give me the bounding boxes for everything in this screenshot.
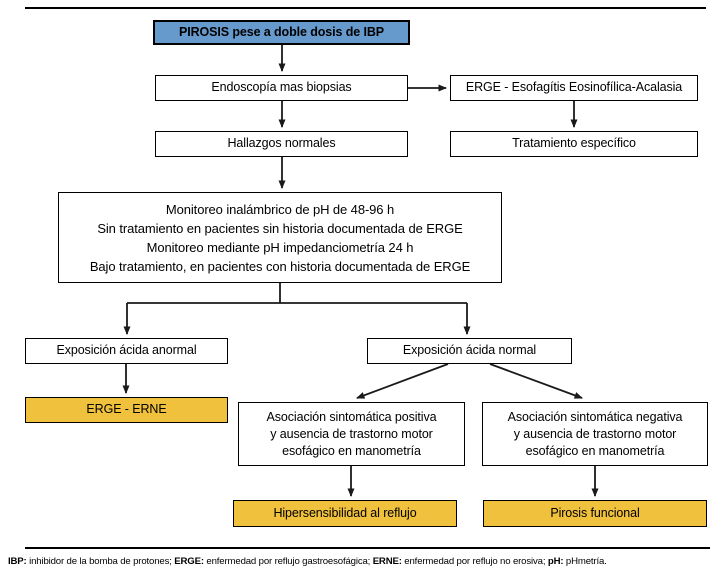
node-exposicion-acida-anormal-label: Exposición ácida anormal [56,343,197,358]
footnote-ibp-abbr: IBP: [8,556,27,567]
arrow-normal-negativa [489,363,583,399]
node-exposicion-acida-anormal: Exposición ácida anormal [25,338,228,364]
footnote-ph-abbr: pH: [547,556,564,567]
node-hallazgos-normales-label: Hallazgos normales [227,136,336,151]
node-tratamiento-especifico-label: Tratamiento específico [512,136,636,151]
monitoreo-line-2: Sin tratamiento en pacientes sin histori… [97,220,463,236]
monitoreo-line-4: Bajo tratamiento, en pacientes con histo… [89,258,471,274]
node-erge-erne: ERGE - ERNE [25,397,228,423]
node-tratamiento-especifico: Tratamiento específico [450,131,698,157]
monitoreo-line-1: Monitoreo inalámbrico de pH de 48-96 h [165,201,395,217]
node-erge-eosinofilica: ERGE - Esofagítis Eosinofílica-Acalasia [450,75,698,101]
footnote-erge-abbr: ERGE: [174,556,204,567]
node-endoscopia-label: Endoscopía mas biopsias [211,80,352,95]
node-monitoreo-ph: Monitoreo inalámbrico de pH de 48-96 h S… [58,192,502,283]
node-exposicion-acida-normal: Exposición ácida normal [367,338,572,364]
node-pirosis-ibp: PIROSIS pese a doble dosis de IBP [153,20,410,45]
node-pirosis-funcional: Pirosis funcional [483,500,707,527]
asociacion-negativa-line-1: Asociación sintomática negativa [507,409,683,424]
node-hipersensibilidad-reflujo: Hipersensibilidad al reflujo [233,500,457,527]
asociacion-negativa-line-2: y ausencia de trastorno motor [513,426,677,441]
monitoreo-line-3: Monitoreo mediante pH impedanciometría 2… [146,239,414,255]
asociacion-positiva-line-1: Asociación sintomática positiva [266,409,437,424]
footnote-erne-def: enfermedad por reflujo no erosiva; [401,556,548,567]
node-endoscopia: Endoscopía mas biopsias [155,75,408,101]
node-pirosis-funcional-label: Pirosis funcional [550,505,640,520]
node-asociacion-positiva: Asociación sintomática positiva y ausenc… [238,402,465,466]
bottom-rule [25,547,710,549]
node-erge-eosinofilica-label: ERGE - Esofagítis Eosinofílica-Acalasia [465,80,683,95]
asociacion-positiva-line-2: y ausencia de trastorno motor [270,426,433,441]
asociacion-negativa-line-3: esofágico en manometría [525,443,665,458]
footnote-erge-def: enfermedad por reflujo gastroesofágica; [203,556,373,567]
node-asociacion-negativa: Asociación sintomática negativa y ausenc… [482,402,708,466]
top-rule [25,7,706,9]
footnote-ibp-def: inhibidor de la bomba de protones; [26,556,175,567]
node-exposicion-acida-normal-label: Exposición ácida normal [402,343,537,358]
node-erge-erne-label: ERGE - ERNE [86,402,167,417]
node-pirosis-ibp-label: PIROSIS pese a doble dosis de IBP [178,24,385,39]
footnote-abbreviations: IBP: inhibidor de la bomba de protones; … [8,556,708,567]
arrow-normal-positiva [356,363,449,399]
footnote-erne-abbr: ERNE: [372,556,402,567]
asociacion-positiva-line-3: esofágico en manometría [282,443,421,458]
node-hallazgos-normales: Hallazgos normales [155,131,408,157]
footnote-ph-def: pHmetría. [563,556,607,567]
node-hipersensibilidad-reflujo-label: Hipersensibilidad al reflujo [273,505,417,520]
